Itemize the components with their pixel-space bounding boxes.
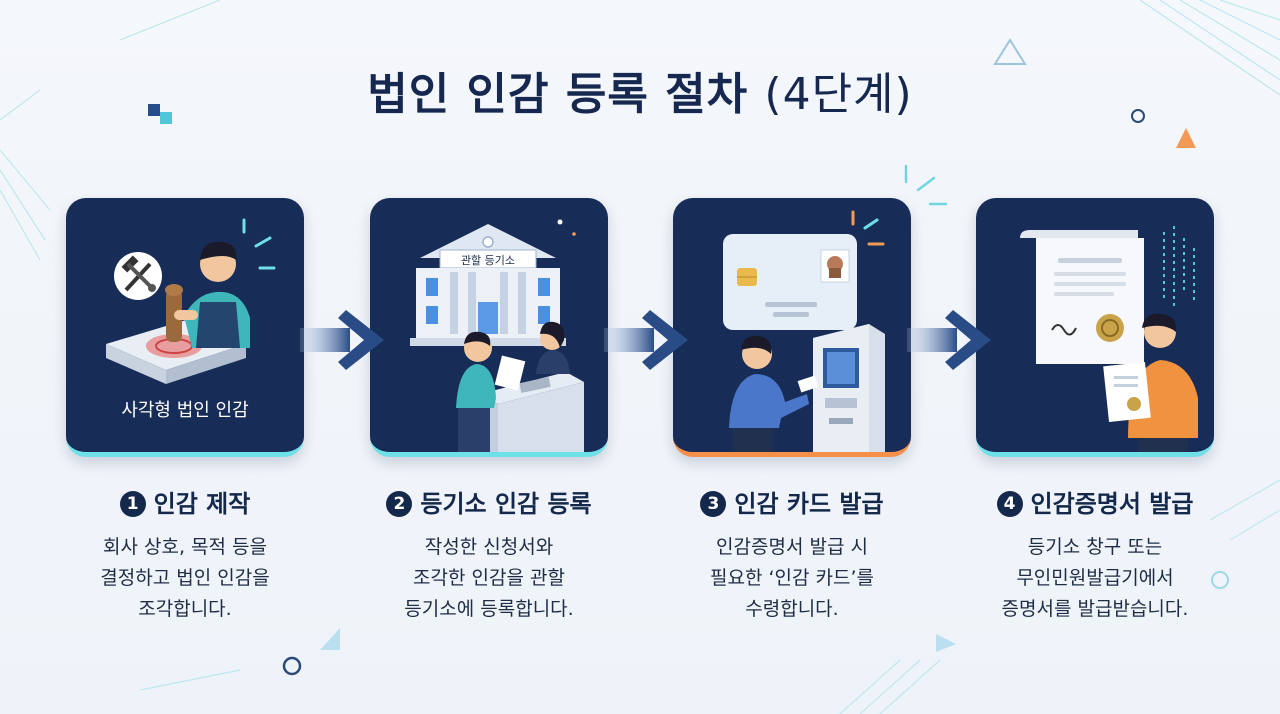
step-3-title-text: 인감 카드 발급	[734, 490, 884, 518]
step-1-desc-line: 조각합니다.	[138, 598, 232, 620]
step-2-desc-line: 등기소에 등록합니다.	[404, 598, 574, 620]
step-3-card	[673, 198, 911, 457]
step-4-desc-line: 무인민원발급기에서	[1016, 567, 1174, 589]
step-4-desc-line: 증명서를 발급받습니다.	[1001, 598, 1189, 620]
data-lines-decoration	[1163, 226, 1195, 308]
step-4-title-text: 인감증명서 발급	[1030, 490, 1194, 518]
step-1-card: 사각형 법인 인감	[66, 198, 304, 457]
step-3-number-badge: 3	[700, 491, 727, 517]
step-2-desc-line: 작성한 신청서와	[424, 536, 554, 558]
sparkle-icon	[851, 210, 885, 246]
person-icon	[1103, 313, 1198, 452]
page-title: 법인 인감 등록 절차 (4단계)	[0, 58, 1280, 122]
clerk-person-icon	[536, 321, 570, 374]
step-1-title-text: 인감 제작	[153, 490, 251, 518]
step-3-desc-line: 인감증명서 발급 시	[716, 536, 868, 558]
step-1-number-badge: 1	[119, 491, 146, 517]
title-suffix: (4단계)	[764, 69, 913, 120]
arrow-right-icon	[907, 310, 991, 370]
step-3-description: 인감증명서 발급 시 필요한 ‘인감 카드’를 수령합니다.	[642, 532, 942, 625]
sparkle-icon	[557, 219, 576, 236]
step-4-title: 4 인감증명서 발급	[945, 484, 1245, 519]
person-icon	[729, 335, 819, 452]
step-3-desc-line: 필요한 ‘인감 카드’를	[710, 567, 874, 589]
courthouse-sign: 관할 등기소	[461, 254, 515, 267]
applicant-person-icon	[456, 331, 526, 452]
sparkle-icon	[242, 218, 276, 270]
step-2-description: 작성한 신청서와 조각한 인감을 관할 등기소에 등록합니다.	[339, 532, 639, 625]
step-2-number-badge: 2	[386, 491, 413, 517]
craftsman-person-icon	[174, 241, 250, 348]
step-4-description: 등기소 창구 또는 무인민원발급기에서 증명서를 발급받습니다.	[945, 532, 1245, 625]
kiosk-icon	[813, 324, 885, 452]
courthouse-icon	[410, 224, 566, 346]
arrow-right-icon	[300, 310, 384, 370]
step-1-description: 회사 상호, 목적 등을 결정하고 법인 인감을 조각합니다.	[35, 532, 335, 625]
step-1-card-caption: 사각형 법인 인감	[121, 400, 249, 421]
step-2-card: 관할 등기소	[370, 198, 608, 457]
step-4-desc-line: 등기소 창구 또는	[1027, 536, 1163, 558]
step-1-desc-line: 결정하고 법인 인감을	[100, 567, 270, 589]
title-main: 법인 인감 등록 절차	[367, 69, 749, 120]
step-3-title: 3 인감 카드 발급	[642, 484, 942, 519]
arrow-right-icon	[604, 310, 688, 370]
step-2-desc-line: 조각한 인감을 관할	[413, 567, 565, 589]
certificate-icon	[1020, 230, 1144, 364]
seal-card-icon	[723, 234, 857, 330]
step-4-number-badge: 4	[996, 491, 1023, 517]
step-2-title: 2 등기소 인감 등록	[339, 484, 639, 519]
step-2-title-text: 등기소 인감 등록	[420, 490, 592, 518]
step-4-card	[976, 198, 1214, 457]
tools-icon	[114, 252, 162, 300]
step-3-desc-line: 수령합니다.	[745, 598, 839, 620]
step-1-title: 1 인감 제작	[35, 484, 335, 519]
step-1-desc-line: 회사 상호, 목적 등을	[103, 536, 267, 558]
